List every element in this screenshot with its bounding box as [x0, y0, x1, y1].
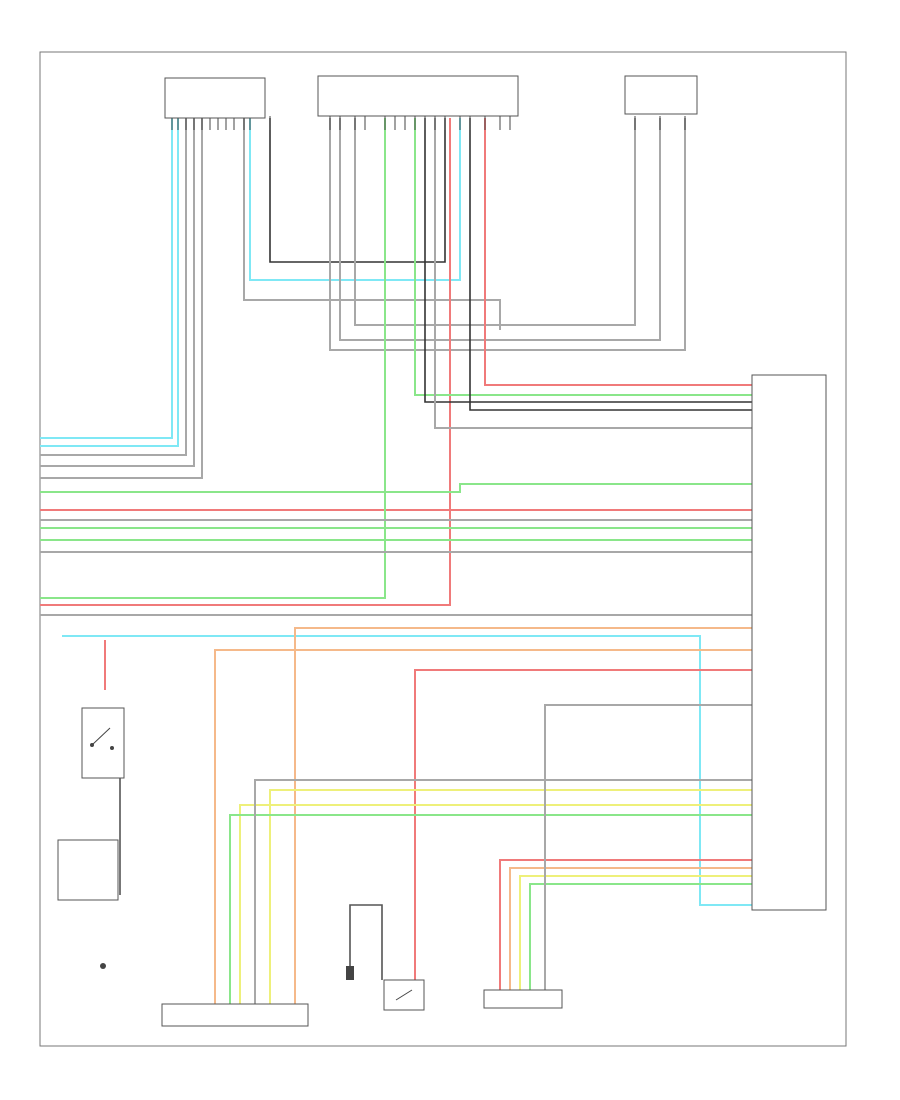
connector-top-left	[164, 77, 266, 119]
wire-green	[529, 883, 752, 990]
wire-yellow	[239, 804, 752, 1004]
wire-orange	[509, 867, 752, 990]
module-bottom-left	[161, 1003, 309, 1027]
wire-cyan	[40, 118, 173, 439]
wire-gray	[329, 118, 686, 351]
sensor-bottom-right	[483, 989, 563, 1009]
diagram-frame	[39, 51, 847, 1047]
control-module-right	[751, 374, 827, 911]
wire-cyan	[40, 118, 179, 447]
wire-gray	[254, 779, 752, 1004]
wire-gray	[544, 704, 752, 990]
wire-black	[469, 118, 752, 411]
wire-gray	[354, 118, 636, 326]
transmission-switch	[81, 707, 125, 779]
wire-green	[229, 814, 752, 1004]
wire-layer	[40, 116, 752, 1004]
wire-gray	[243, 118, 501, 330]
wire-green	[40, 483, 752, 493]
wire-red	[40, 118, 451, 606]
wire-yellow	[269, 789, 752, 1004]
wire-orange	[294, 627, 752, 1004]
wire-red	[484, 118, 752, 386]
wire-orange	[214, 649, 752, 1004]
wire-gray	[40, 118, 203, 479]
wire-gray	[40, 118, 195, 467]
wire-black	[424, 118, 752, 403]
wire-green	[414, 118, 752, 396]
connector-top-right	[624, 75, 698, 115]
wire-green	[40, 118, 386, 599]
wire-black	[269, 118, 446, 263]
wire-gray	[434, 118, 752, 429]
wire-red	[414, 669, 752, 980]
wire-cyan	[62, 635, 752, 906]
wire-gray	[339, 118, 661, 341]
instrument-panel-connector	[317, 75, 519, 117]
wire-gray	[40, 118, 187, 456]
ground-fuse-left	[57, 839, 119, 969]
wire-red	[499, 859, 752, 990]
ground-fuse-center	[346, 966, 354, 980]
bottom-center-switch	[383, 979, 425, 1011]
wire-yellow	[519, 875, 752, 990]
wire-dark	[349, 904, 383, 980]
